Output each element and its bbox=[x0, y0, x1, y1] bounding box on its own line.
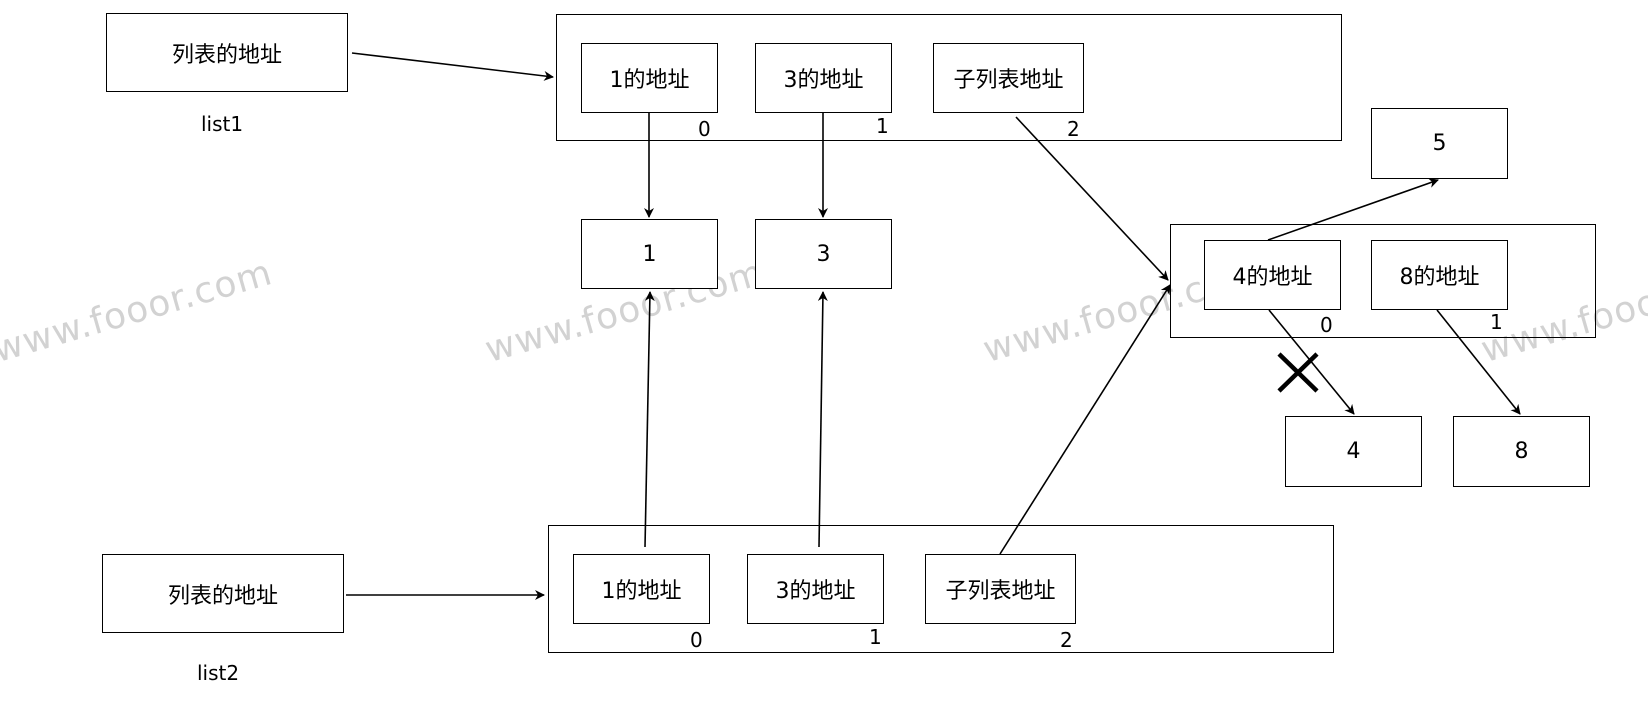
sublist-container bbox=[1170, 224, 1596, 338]
list1-index-0: 0 bbox=[698, 117, 711, 141]
list1-cell-0: 1的地址 bbox=[581, 43, 718, 113]
list1-reference-box: 列表的地址 bbox=[106, 13, 348, 92]
sublist-index-0: 0 bbox=[1320, 313, 1333, 337]
list2-caption: list2 bbox=[197, 661, 240, 685]
value-box-8: 8 bbox=[1453, 416, 1590, 487]
list1-cell-1: 3的地址 bbox=[755, 43, 892, 113]
arrow-sublist-cell1-to-value8 bbox=[1436, 309, 1521, 415]
arrow-list2-cell2-to-sublist bbox=[999, 284, 1171, 555]
broken-link-cross-icon bbox=[1277, 352, 1319, 393]
value-box-1: 1 bbox=[581, 219, 718, 289]
arrow-list2-cell1-to-value3 bbox=[817, 291, 828, 548]
list1-container bbox=[556, 14, 1342, 141]
value-box-4: 4 bbox=[1285, 416, 1422, 487]
sublist-cell-0: 4的地址 bbox=[1204, 240, 1341, 310]
list2-cell-0: 1的地址 bbox=[573, 554, 710, 624]
sublist-index-1: 1 bbox=[1490, 310, 1503, 334]
list2-index-1: 1 bbox=[869, 625, 882, 649]
list2-index-2: 2 bbox=[1060, 628, 1073, 652]
list1-cell-2: 子列表地址 bbox=[933, 43, 1084, 113]
value-box-5: 5 bbox=[1371, 108, 1508, 179]
list2-reference-box: 列表的地址 bbox=[102, 554, 344, 633]
list1-index-2: 2 bbox=[1067, 117, 1080, 141]
arrow-sublist-cell0-to-value5 bbox=[1267, 178, 1439, 241]
list1-caption: list1 bbox=[201, 112, 244, 136]
list2-container bbox=[548, 525, 1334, 653]
list2-index-0: 0 bbox=[690, 628, 703, 652]
arrow-list1-cell2-to-sublist bbox=[1015, 116, 1169, 281]
list2-cell-1: 3的地址 bbox=[747, 554, 884, 624]
sublist-cell-1: 8的地址 bbox=[1371, 240, 1508, 310]
list1-index-1: 1 bbox=[876, 114, 889, 138]
arrow-list1-to-container bbox=[351, 52, 554, 81]
list2-cell-2: 子列表地址 bbox=[925, 554, 1076, 624]
value-box-3: 3 bbox=[755, 219, 892, 289]
arrow-list2-cell0-to-value1 bbox=[644, 291, 655, 548]
